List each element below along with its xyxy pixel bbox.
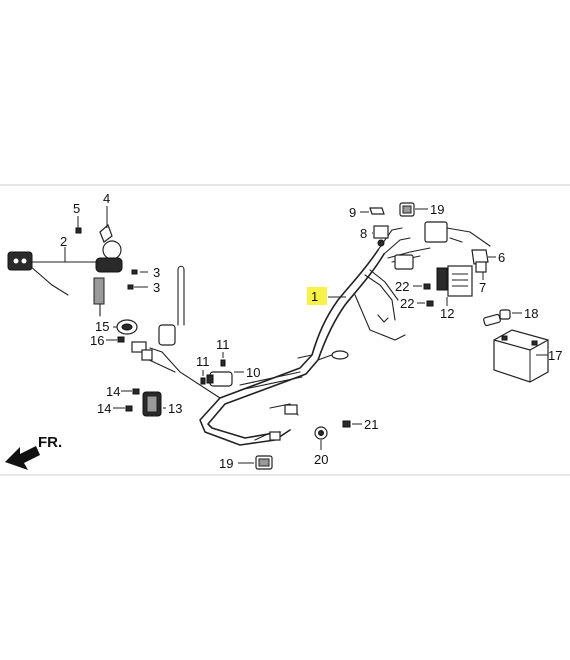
harness-clamp	[158, 324, 176, 346]
part-4-ignition-switch	[93, 223, 123, 317]
callout-15: 15	[95, 319, 109, 334]
callout-7: 7	[479, 280, 486, 295]
callout-5: 5	[73, 201, 80, 216]
part-15-horn	[116, 319, 138, 335]
part-2-key-unit	[7, 251, 69, 296]
callout-19a: 19	[430, 202, 444, 217]
part-9-clip	[369, 207, 385, 215]
part-20-sensor	[314, 426, 328, 440]
callout-20: 20	[314, 452, 328, 467]
callout-1: 1	[311, 289, 318, 304]
callout-13: 13	[168, 401, 182, 416]
part-10-sensor	[206, 371, 233, 387]
callout-9: 9	[349, 205, 356, 220]
callout-6: 6	[498, 250, 505, 265]
part-connector-cluster-left	[131, 341, 153, 361]
harness-connector-lower	[284, 404, 298, 415]
part-19-connector-lower	[255, 455, 273, 470]
callout-1-highlight	[307, 287, 327, 305]
part-8-connector	[373, 225, 389, 247]
callout-11b: 11	[216, 337, 230, 352]
callout-11a: 11	[196, 354, 210, 369]
part-19-connector-upper	[399, 202, 415, 217]
part-3-screws	[127, 269, 138, 290]
callout-14a: 14	[106, 384, 120, 399]
callout-22b: 22	[400, 296, 414, 311]
front-direction-label: FR.	[38, 434, 62, 451]
part-relay-block-rear	[424, 221, 491, 247]
callout-12: 12	[440, 306, 454, 321]
callout-19b: 19	[219, 456, 233, 471]
part-16-bolt	[117, 336, 125, 343]
part-18-fuse	[483, 309, 511, 327]
harness-connector-upper	[394, 254, 414, 270]
front-direction-arrow: FR.	[5, 434, 62, 470]
callout-10: 10	[246, 365, 260, 380]
callout-4: 4	[103, 191, 110, 206]
main-wire-harness	[144, 227, 431, 446]
callout-14b: 14	[97, 401, 111, 416]
part-14-screws	[125, 388, 140, 412]
callout-3b: 3	[153, 280, 160, 295]
callout-2: 2	[60, 234, 67, 249]
part-12-ecu	[436, 265, 473, 297]
part-5-screw	[75, 227, 82, 234]
callout-16: 16	[90, 333, 104, 348]
callout-17: 17	[548, 348, 562, 363]
callout-21: 21	[364, 417, 378, 432]
harness-connector-mid	[331, 350, 349, 360]
part-22-bolts	[423, 283, 434, 307]
part-17-battery	[493, 329, 549, 383]
part-13-relay	[142, 391, 162, 417]
callout-22a: 22	[395, 279, 409, 294]
callout-8: 8	[360, 226, 367, 241]
callout-3a: 3	[153, 265, 160, 280]
callout-18: 18	[524, 306, 538, 321]
part-21-bolt	[342, 420, 351, 428]
part-11-bolts	[200, 359, 226, 385]
harness-connector-bottom	[269, 431, 281, 441]
leader-lines	[28, 206, 548, 464]
part-6-connector	[471, 249, 489, 273]
